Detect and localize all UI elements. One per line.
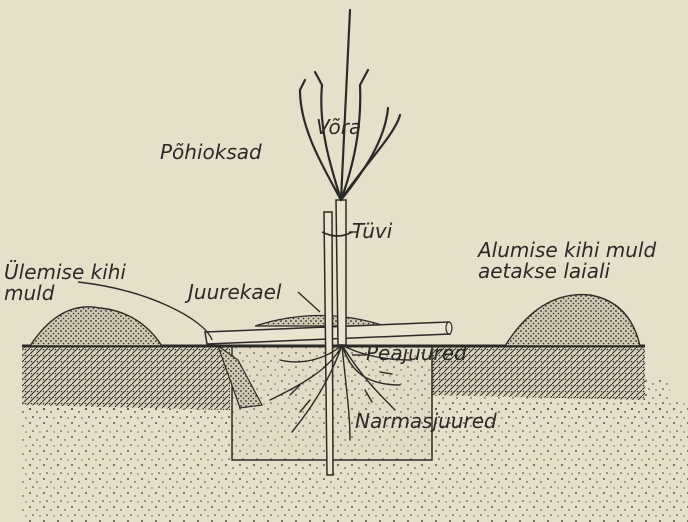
label-peajuured: Peajuured bbox=[366, 343, 467, 364]
right-mound bbox=[505, 295, 640, 346]
label-alumise-line1: Alumise kihi muld bbox=[478, 240, 656, 261]
label-vora: Võra bbox=[316, 117, 361, 138]
label-ulemise-line2: muld bbox=[4, 283, 126, 304]
label-alumise-kihi-muld: Alumise kihi muld aetakse laiali bbox=[478, 240, 656, 282]
left-mound bbox=[30, 307, 162, 346]
label-alumise-line2: aetakse laiali bbox=[478, 261, 656, 282]
label-narmasjuured: Narmasjuured bbox=[355, 411, 497, 432]
center-mound bbox=[255, 316, 385, 327]
label-tuvi: Tüvi bbox=[352, 221, 392, 242]
topsoil-left bbox=[22, 346, 230, 410]
pointer-juurekael bbox=[298, 292, 320, 312]
trunk bbox=[336, 200, 346, 345]
label-pohioksad: Põhioksad bbox=[160, 142, 262, 163]
label-ulemise-line1: Ülemise kihi bbox=[4, 262, 126, 283]
crown bbox=[300, 10, 400, 200]
label-juurekael: Juurekael bbox=[188, 282, 281, 303]
label-ulemise-kihi-muld: Ülemise kihi muld bbox=[4, 262, 126, 304]
